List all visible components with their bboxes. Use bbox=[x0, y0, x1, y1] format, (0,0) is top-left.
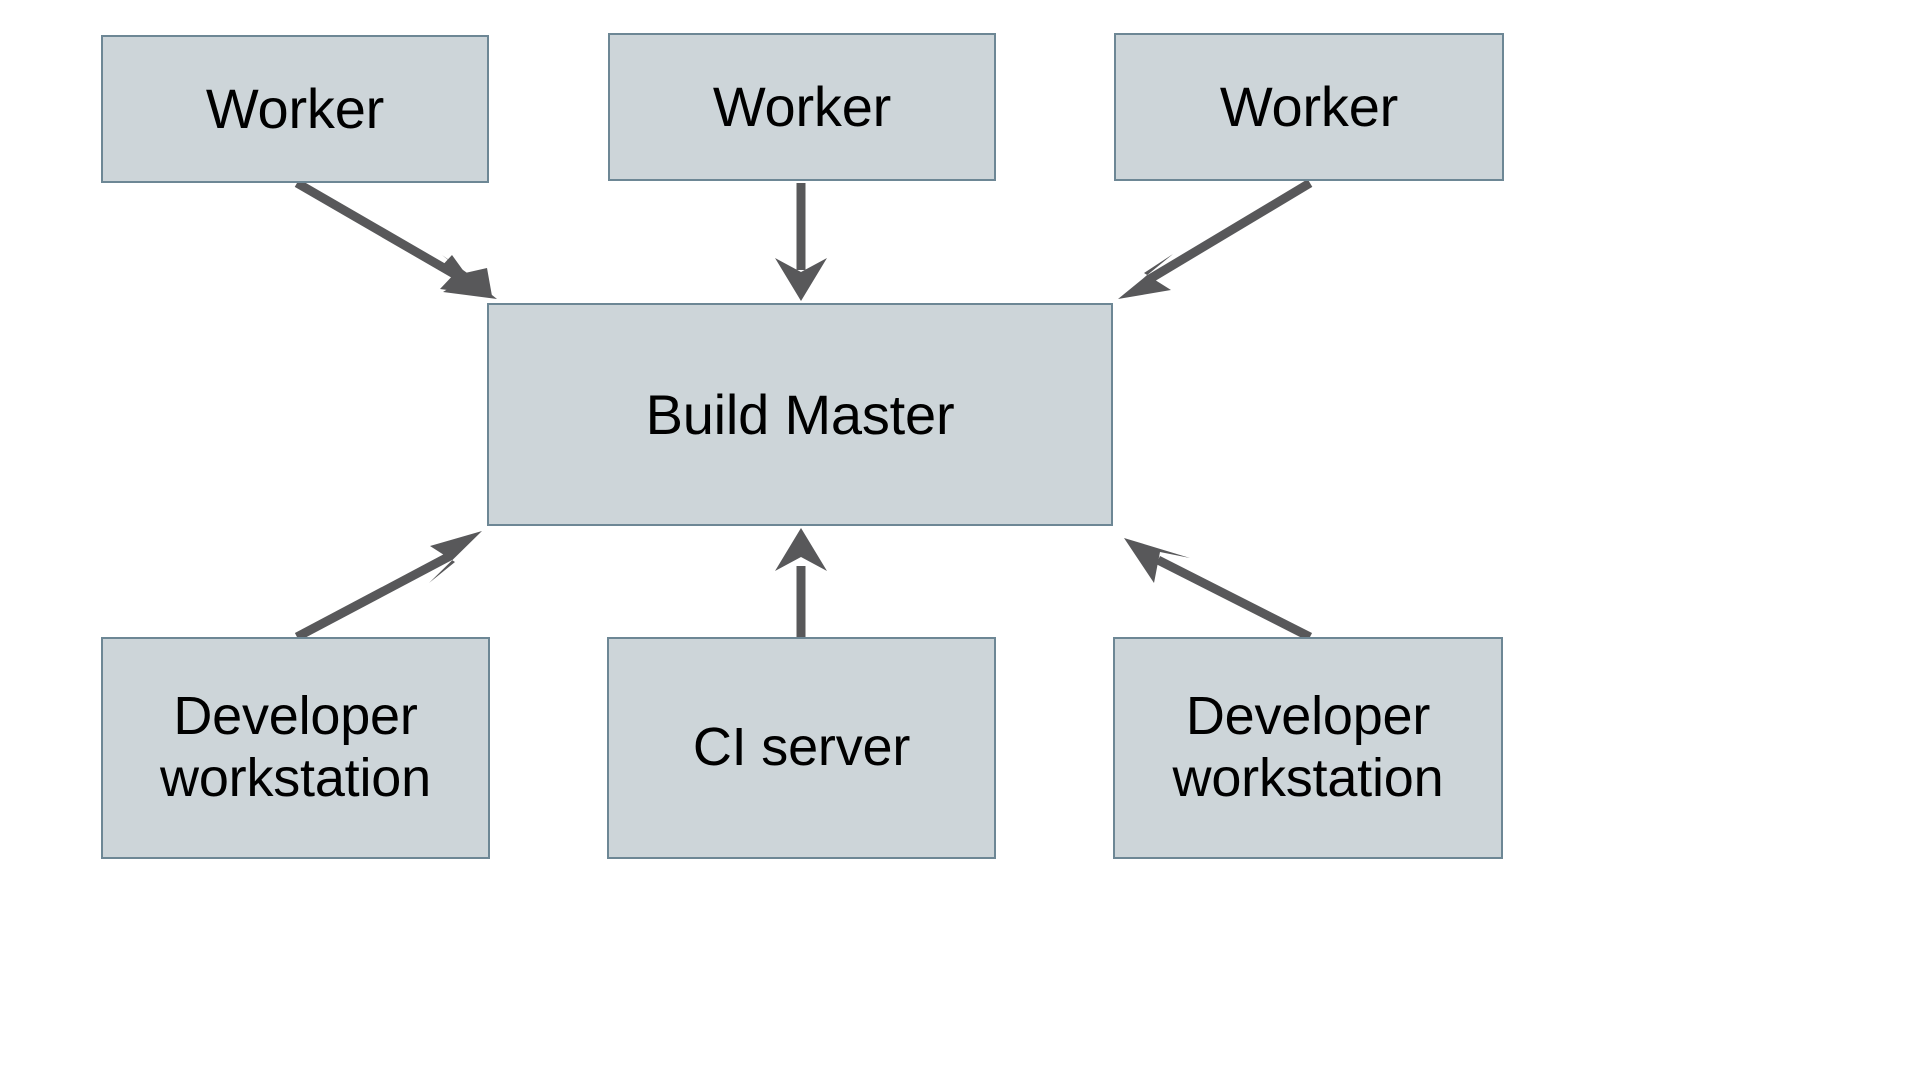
node-build-master[interactable]: Build Master bbox=[487, 303, 1113, 526]
edge-ci-server-to-master bbox=[775, 528, 827, 637]
node-label: Developer workstation bbox=[160, 686, 431, 808]
node-worker-center[interactable]: Worker bbox=[608, 33, 996, 181]
edge-dev-right-to-master bbox=[1124, 538, 1313, 642]
node-label: Worker bbox=[712, 75, 892, 139]
node-worker-right[interactable]: Worker bbox=[1114, 33, 1504, 181]
node-label: Developer workstation bbox=[1172, 686, 1444, 808]
node-label: Worker bbox=[205, 77, 385, 141]
node-label: CI server bbox=[692, 717, 911, 778]
node-label: Build Master bbox=[645, 382, 955, 446]
edge-worker-left-to-master bbox=[294, 179, 497, 299]
node-developer-workstation-left[interactable]: Developer workstation bbox=[101, 637, 490, 859]
node-developer-workstation-right[interactable]: Developer workstation bbox=[1113, 637, 1503, 859]
node-label: Worker bbox=[1219, 75, 1399, 139]
node-worker-left[interactable]: Worker bbox=[101, 35, 489, 183]
node-ci-server[interactable]: CI server bbox=[607, 637, 996, 859]
edge-dev-left-to-master bbox=[294, 531, 482, 641]
edge-worker-right-to-master bbox=[1118, 179, 1313, 299]
edge-worker-center-to-master bbox=[775, 183, 827, 301]
